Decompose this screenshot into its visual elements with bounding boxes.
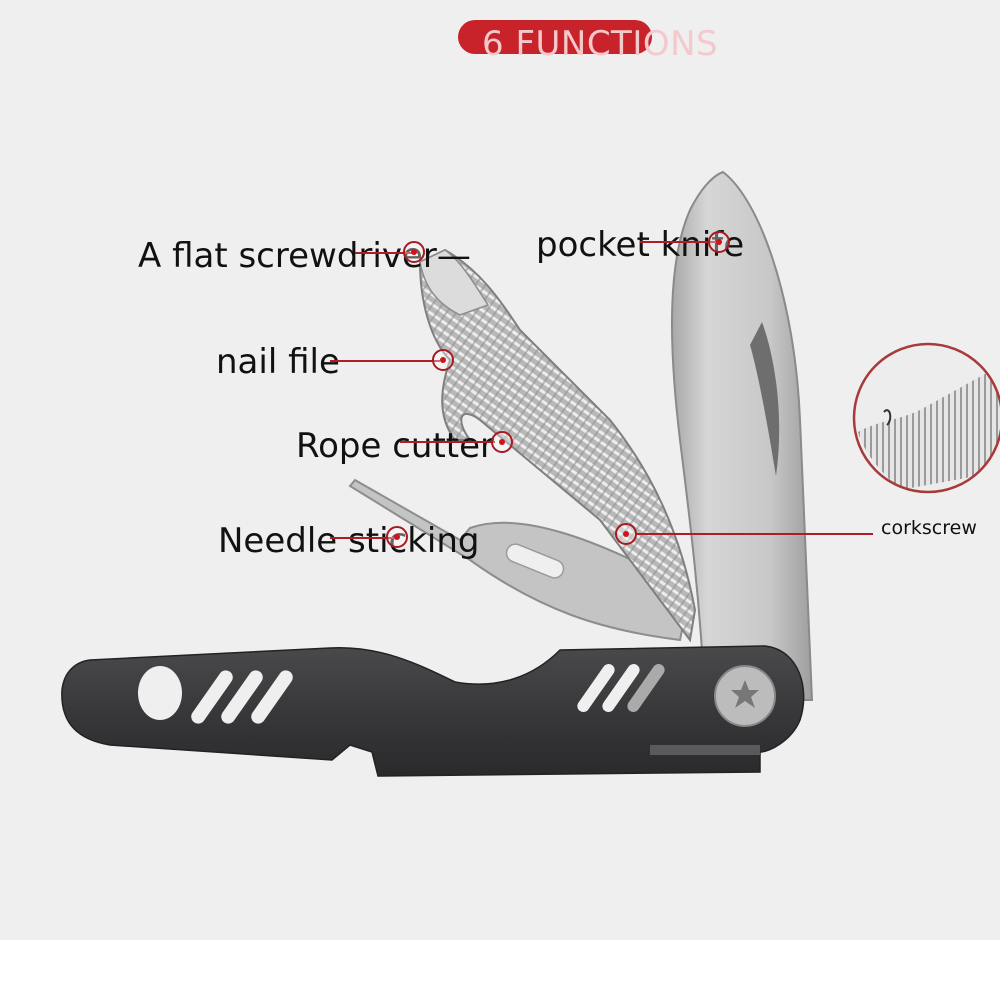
marker-dot-rope-cutter [491,431,513,453]
callout-rope-cutter: Rope cutter [296,426,495,466]
callout-needle-sticking: Needle sticking [218,521,480,561]
leader-line-needle [330,537,395,539]
marker-dot-needle [386,526,408,548]
leader-line-corkscrew [636,533,873,535]
marker-dot-nail-file [432,349,454,371]
marker-dot-pocket-knife [708,231,730,253]
leader-line-nail-file [330,360,440,362]
leader-line-pocket-knife [640,241,720,243]
knife-handle [61,645,805,777]
corkscrew-detail-inset [852,342,1000,494]
functions-badge [458,20,652,54]
leader-line-screwdriver [355,252,415,254]
marker-dot-screwdriver [403,241,425,263]
product-image-background [0,0,1000,940]
leader-line-rope-cutter [400,441,495,443]
callout-nail-file: nail file [216,342,340,382]
functions-badge-text: 6 FUNCTIONS [482,24,719,64]
marker-dot-corkscrew [615,523,637,545]
callout-corkscrew: corkscrew [881,517,977,539]
